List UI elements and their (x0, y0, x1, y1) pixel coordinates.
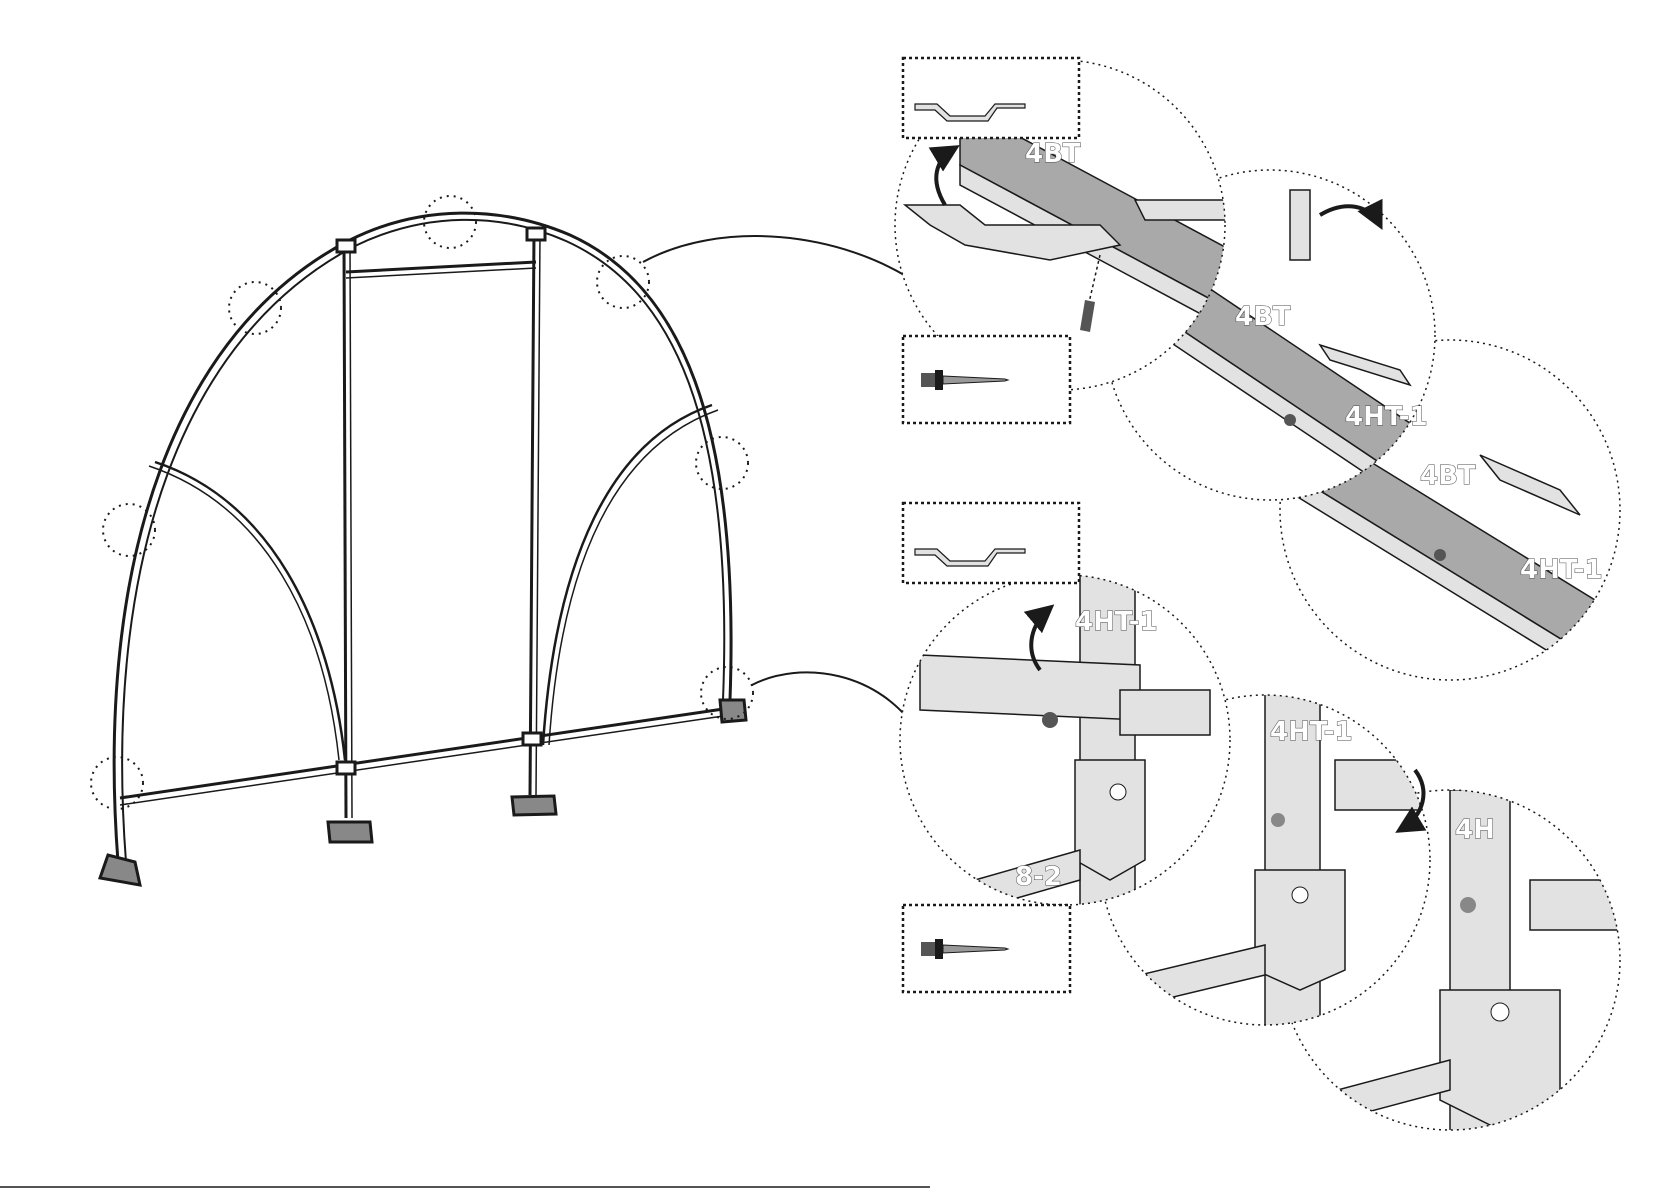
part-label: 4BT (1235, 302, 1291, 332)
parts-box-screw-top (903, 336, 1070, 423)
part-label: 8-2 (1015, 862, 1062, 892)
part-label: 4HT-1 (1270, 717, 1353, 747)
parts-box-bracket-top (903, 58, 1079, 138)
part-label: 4HT-1 (1520, 555, 1603, 585)
connector-arrow-icon (752, 672, 920, 735)
detail-markers (91, 196, 753, 809)
part-label: 4HT-1 (1075, 607, 1158, 637)
parts-box-screw-bottom (903, 905, 1070, 992)
part-label: 4BT (1025, 139, 1081, 169)
part-label: 4BT (1420, 461, 1476, 491)
part-label: 4H (1455, 815, 1495, 845)
part-label: 4HT-1 (1345, 402, 1428, 432)
parts-box-bracket-bottom (903, 503, 1079, 583)
connector-arrow-icon (643, 236, 920, 285)
greenhouse-frame (100, 213, 746, 885)
